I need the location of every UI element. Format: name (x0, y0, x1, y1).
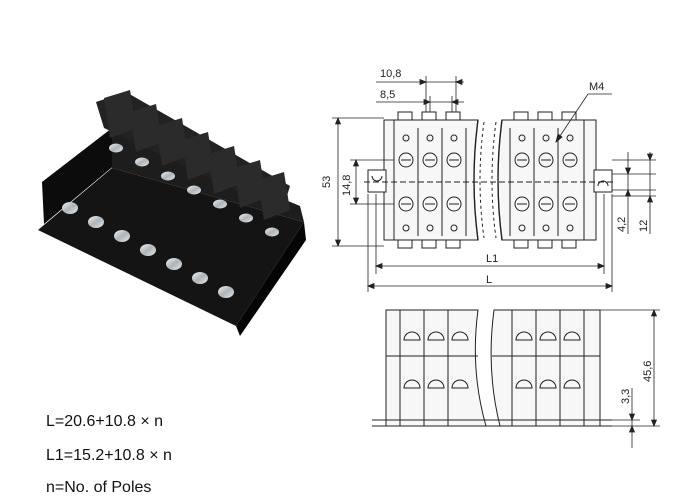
height-dimension-label: 53 (321, 176, 333, 188)
base-dimension-label: 3,3 (620, 389, 632, 404)
top-dimension-lines (332, 76, 656, 292)
gap-dimension-label: 8,5 (380, 89, 395, 101)
poles-definition: n=No. of Poles (46, 479, 152, 496)
side-view (372, 309, 612, 427)
screw-spacing-dimension-label: 14,8 (341, 175, 353, 196)
side-a-dimension-label: 4,2 (616, 217, 628, 232)
total-height-dimension-label: 45,6 (642, 361, 654, 382)
l1-dimension-label: L1 (486, 253, 498, 265)
screw-size-label: M4 (589, 81, 604, 93)
side-dimension-lines (600, 308, 660, 448)
product-photo (38, 90, 306, 336)
l-dimension-label: L (486, 274, 492, 286)
side-b-dimension-label: 12 (638, 220, 650, 232)
pitch-dimension-label: 10,8 (380, 68, 401, 80)
l1-formula: L1=15.2+10.8 × n (46, 447, 172, 464)
length-formula: L=20.6+10.8 × n (46, 413, 163, 430)
top-view (364, 111, 616, 249)
